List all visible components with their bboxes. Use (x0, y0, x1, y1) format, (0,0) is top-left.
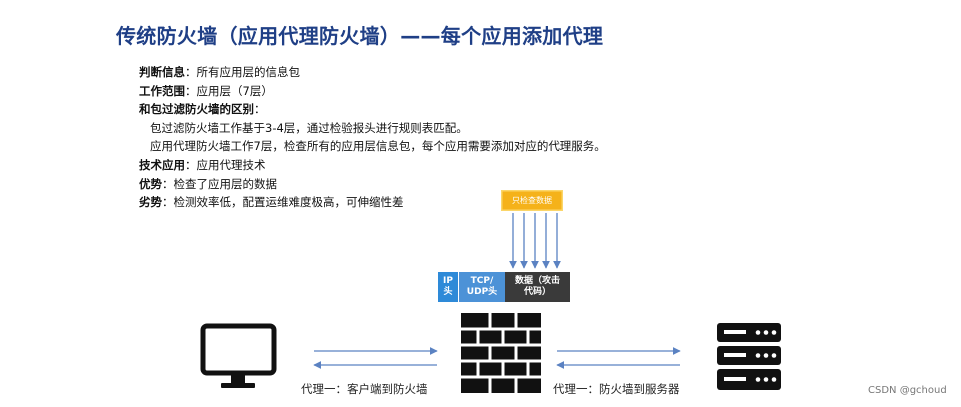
page-title: 传统防火墙（应用代理防火墙）——每个应用添加代理 (116, 24, 604, 48)
watermark: CSDN @gchoud (868, 385, 947, 396)
info-adv: 优势：检查了应用层的数据 (139, 175, 606, 194)
server-icon (717, 323, 781, 390)
info-diff-label: 和包过滤防火墙的区别 (139, 102, 254, 117)
info-scope-value: ：应用层（7层） (185, 83, 273, 98)
packet-data-label: 数据（攻击 代码） (514, 276, 560, 297)
packet-tcp-header: TCP/ UDP头 (459, 272, 505, 302)
packet-data: 数据（攻击 代码） (505, 272, 570, 302)
packet-ip-header: IP 头 (438, 272, 458, 302)
check-data-tag: 只检查数据 (501, 190, 563, 211)
info-adv-label: 优势 (139, 176, 162, 191)
info-diff: 和包过滤防火墙的区别： (139, 100, 606, 119)
info-tech-label: 技术应用 (139, 157, 185, 172)
caption-server-proxy: 代理一：防火墙到服务器 (553, 382, 680, 396)
info-disadv: 劣势：检测效率低，配置运维难度极高，可伸缩性差 (139, 193, 606, 212)
info-judge-value: ：所有应用层的信息包 (185, 65, 300, 79)
check-arrows (509, 213, 561, 269)
info-block: 判断信息：所有应用层的信息包 工作范围：应用层（7层） 和包过滤防火墙的区别： … (139, 63, 606, 212)
info-disadv-label: 劣势 (139, 195, 162, 210)
firewall-icon (461, 313, 541, 393)
packet-ip-label: IP 头 (443, 276, 453, 297)
packet-tcp-label: TCP/ UDP头 (466, 276, 498, 297)
info-tech: 技术应用：应用代理技术 (139, 156, 606, 175)
monitor-icon (200, 323, 277, 388)
info-judge: 判断信息：所有应用层的信息包 (139, 63, 606, 82)
info-scope-label: 工作范围 (139, 83, 185, 98)
info-diff-line2: 应用代理防火墙工作7层，检查所有的应用层信息包，每个应用需要添加对应的代理服务。 (150, 139, 606, 154)
info-diff-line1: 包过滤防火墙工作基于3-4层，通过检验报头进行规则表匹配。 (150, 120, 468, 135)
proxy-arrows-left (313, 347, 438, 369)
info-diff-colon: ： (254, 102, 266, 117)
caption-client-proxy: 代理一：客户端到防火墙 (301, 382, 428, 396)
info-adv-value: ：检查了应用层的数据 (162, 176, 277, 191)
info-tech-value: ：应用代理技术 (185, 157, 266, 172)
info-judge-label: 判断信息 (139, 65, 185, 79)
info-disadv-value: ：检测效率低，配置运维难度极高，可伸缩性差 (162, 195, 404, 210)
info-scope: 工作范围：应用层（7层） (139, 82, 606, 101)
proxy-arrows-right (556, 347, 681, 369)
